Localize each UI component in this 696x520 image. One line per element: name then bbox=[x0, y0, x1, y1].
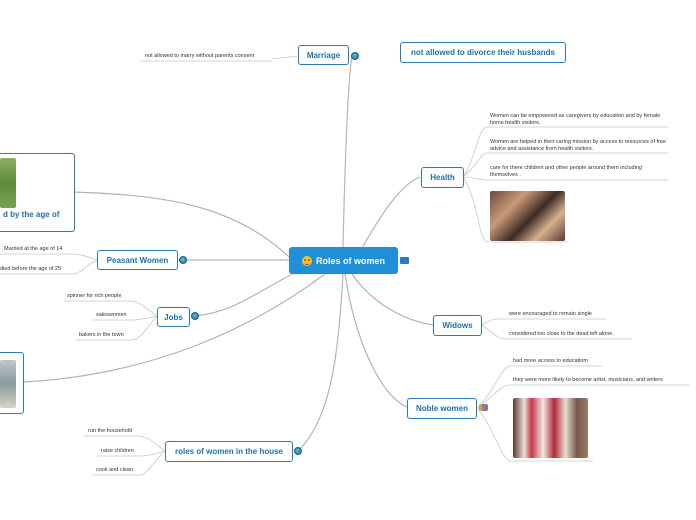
topic-widows[interactable]: Widows bbox=[433, 315, 482, 336]
topic-marriage-label: Marriage bbox=[307, 51, 340, 60]
topic-peasant-women-label: Peasant Women bbox=[107, 256, 169, 265]
marriage-note: not allowed to marry without parents con… bbox=[145, 53, 254, 60]
topic-divorce-label: not allowed to divorce their husbands bbox=[411, 48, 555, 57]
globe-icon bbox=[191, 312, 199, 320]
topic-noble-women[interactable]: Noble women bbox=[407, 398, 477, 419]
collapse-toggle-icon[interactable] bbox=[400, 257, 409, 264]
globe-icon bbox=[179, 256, 187, 264]
topic-jobs[interactable]: Jobs bbox=[157, 307, 190, 327]
jobs-note: spinner for rich people bbox=[67, 293, 121, 300]
noble-women-photo bbox=[513, 398, 588, 458]
house-note: run the household bbox=[88, 428, 132, 435]
house-note: raise children bbox=[101, 448, 134, 455]
topic-divorce[interactable]: not allowed to divorce their husbands bbox=[400, 42, 566, 63]
noble-note: had more access to educatiom bbox=[513, 358, 588, 365]
central-topic[interactable]: Roles of women bbox=[289, 247, 398, 274]
topic-house-roles-label: roles of women in the house bbox=[175, 447, 283, 456]
topic-health[interactable]: Health bbox=[421, 167, 464, 188]
river-photo bbox=[0, 360, 16, 408]
health-workers-photo bbox=[490, 191, 565, 241]
health-note: Women can be empowered as caregivers by … bbox=[490, 113, 668, 127]
noble-note: they were more likely to become artist, … bbox=[513, 377, 663, 384]
topic-health-label: Health bbox=[430, 173, 454, 182]
topic-marriage[interactable]: Marriage bbox=[298, 45, 349, 65]
globe-icon bbox=[294, 447, 302, 455]
central-topic-label: Roles of women bbox=[316, 256, 385, 266]
health-note: Women are helped in their caring mission… bbox=[490, 139, 668, 153]
widows-note: considered too close to the dead left al… bbox=[509, 331, 614, 338]
smiling-face-with-heart-eyes-icon bbox=[302, 256, 312, 266]
landscape-photo bbox=[0, 158, 16, 208]
people-icon bbox=[479, 404, 488, 411]
jobs-note: bakers in the town bbox=[79, 332, 124, 339]
peasant-note: Married at the age of 14 bbox=[4, 246, 62, 253]
globe-icon bbox=[351, 52, 359, 60]
topic-jobs-label: Jobs bbox=[164, 313, 183, 322]
topic-partial-left-label: d by the age of bbox=[3, 210, 59, 219]
jobs-note: saleswomen bbox=[96, 312, 127, 319]
peasant-note: died before the age of 25 bbox=[0, 266, 61, 273]
topic-house-roles[interactable]: roles of women in the house bbox=[165, 441, 293, 462]
topic-widows-label: Widows bbox=[442, 321, 472, 330]
health-note: care for there children and other people… bbox=[490, 165, 668, 179]
topic-noble-women-label: Noble women bbox=[416, 404, 468, 413]
widows-note: were encouraged to remain single bbox=[509, 311, 592, 318]
house-note: cook and clean bbox=[96, 467, 133, 474]
topic-peasant-women[interactable]: Peasant Women bbox=[97, 250, 178, 270]
